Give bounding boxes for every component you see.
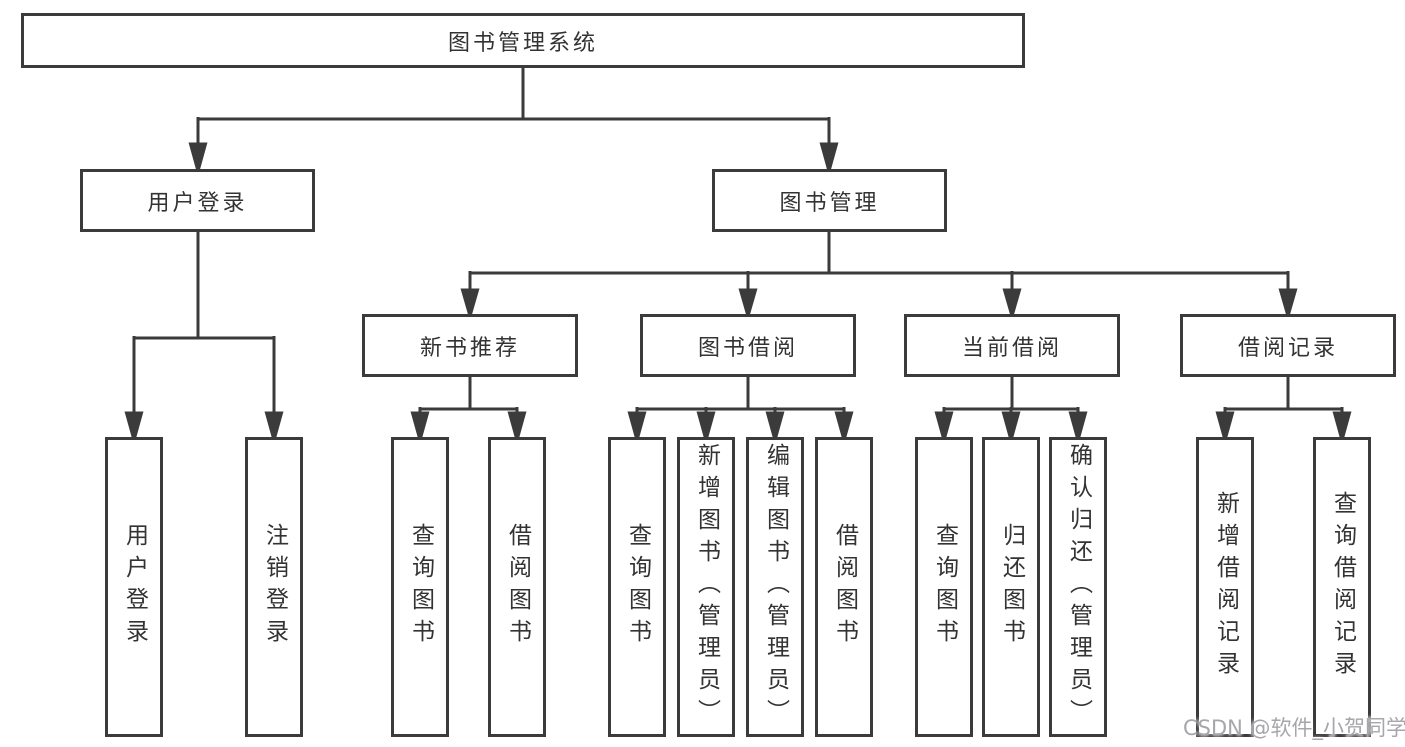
node-label: 图书借阅 <box>697 335 798 361</box>
watermark: CSDN @软件_小贺同学 <box>1183 716 1405 740</box>
arrowhead <box>1278 288 1298 322</box>
node-root-system: 图书管理系统 <box>21 13 1025 68</box>
arrowhead <box>834 411 854 446</box>
leaf-label: 新增图书（管理员） <box>693 443 720 731</box>
arrowhead <box>934 411 954 446</box>
node-borrow-record: 借阅记录 <box>1180 314 1396 377</box>
node-user-login: 用户登录 <box>80 169 315 232</box>
arrowhead <box>627 411 647 446</box>
leaf-confirm-return-admin: 确认归还（管理员） <box>1049 437 1107 737</box>
leaf-label: 查询图书 <box>407 523 434 651</box>
leaf-borrow-books-newbook: 借阅图书 <box>488 437 546 737</box>
node-label: 图书管理 <box>779 190 880 216</box>
leaf-return-books: 归还图书 <box>982 437 1040 737</box>
arrowhead <box>738 288 758 322</box>
leaf-label: 注销登录 <box>261 523 288 651</box>
arrowhead <box>507 411 527 446</box>
leaf-add-books-admin: 新增图书（管理员） <box>677 437 735 737</box>
connector-user-login-to-leaves <box>124 232 284 446</box>
connector-book-management-to-level3 <box>460 232 1298 322</box>
leaf-label: 借阅图书 <box>831 523 858 651</box>
arrowhead <box>819 142 839 177</box>
leaf-label: 编辑图书（管理员） <box>762 443 789 731</box>
arrowhead <box>1215 411 1235 446</box>
node-book-borrow: 图书借阅 <box>640 314 856 377</box>
node-current-borrow: 当前借阅 <box>904 314 1120 377</box>
leaf-add-borrow-record: 新增借阅记录 <box>1196 437 1254 737</box>
leaf-logout-login: 注销登录 <box>245 437 303 737</box>
node-label: 用户登录 <box>147 190 248 216</box>
arrowhead <box>1332 411 1352 446</box>
arrowhead <box>410 411 430 446</box>
arrowhead <box>765 411 785 446</box>
leaf-label: 新增借阅记录 <box>1212 491 1239 683</box>
arrowhead <box>696 411 716 446</box>
node-label: 图书管理系统 <box>447 30 598 56</box>
arrowhead <box>124 411 144 446</box>
node-label: 新书推荐 <box>419 335 520 361</box>
leaf-label: 归还图书 <box>998 523 1025 651</box>
leaf-query-books-borrow: 查询图书 <box>608 437 666 737</box>
arrowhead <box>460 288 480 322</box>
node-label: 当前借阅 <box>961 335 1062 361</box>
arrowhead <box>1001 411 1021 446</box>
node-book-management: 图书管理 <box>712 169 947 232</box>
arrowhead <box>1002 288 1022 322</box>
leaf-label: 查询图书 <box>931 523 958 651</box>
connector-current-borrow-to-leaves <box>934 377 1088 446</box>
leaf-query-books-current: 查询图书 <box>915 437 973 737</box>
leaf-borrow-books: 借阅图书 <box>815 437 873 737</box>
leaf-label: 查询借阅记录 <box>1329 491 1356 683</box>
leaf-query-books-newbook: 查询图书 <box>391 437 449 737</box>
leaf-label: 查询图书 <box>624 523 651 651</box>
leaf-query-borrow-record: 查询借阅记录 <box>1313 437 1371 737</box>
leaf-label: 用户登录 <box>121 523 148 651</box>
node-label: 借阅记录 <box>1237 335 1338 361</box>
node-new-book-recommend: 新书推荐 <box>362 314 578 377</box>
arrowhead <box>264 411 284 446</box>
arrowhead <box>188 142 208 177</box>
leaf-label: 确认归还（管理员） <box>1065 443 1092 731</box>
leaf-label: 借阅图书 <box>504 523 531 651</box>
connector-new-book-to-leaves <box>410 377 527 446</box>
leaf-user-login: 用户登录 <box>105 437 163 737</box>
connector-borrow-record-to-leaves <box>1215 377 1352 446</box>
arrowhead <box>1068 411 1088 446</box>
connector-book-borrow-to-leaves <box>627 377 854 446</box>
connector-root-to-level2 <box>188 68 839 177</box>
leaf-edit-books-admin: 编辑图书（管理员） <box>746 437 804 737</box>
